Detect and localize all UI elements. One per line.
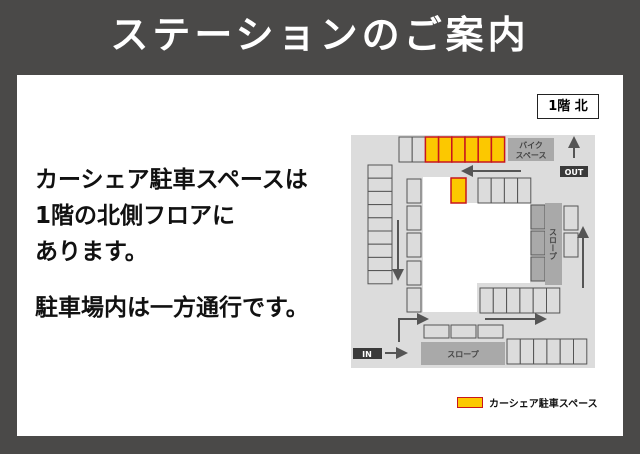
carshare-parking-space bbox=[451, 136, 466, 163]
bike-space-label: スペース bbox=[515, 151, 546, 160]
description-line: カーシェア駐車スペースは bbox=[35, 167, 308, 193]
parking-space bbox=[490, 177, 505, 204]
parking-space bbox=[532, 287, 548, 314]
parking-space bbox=[411, 136, 426, 163]
parking-space bbox=[506, 287, 521, 314]
parking-space bbox=[506, 338, 521, 365]
in-badge bbox=[353, 348, 382, 359]
carshare-parking-space bbox=[450, 177, 467, 204]
arrow-corner-icon bbox=[398, 313, 429, 342]
legend-swatch bbox=[457, 397, 483, 408]
parking-space bbox=[530, 204, 546, 230]
parking-space bbox=[477, 177, 492, 204]
parking-space bbox=[406, 287, 422, 313]
in-label: IN bbox=[362, 350, 372, 359]
parking-space bbox=[423, 324, 450, 339]
legend-label: カーシェア駐車スペース bbox=[489, 399, 598, 410]
parking-space bbox=[533, 338, 548, 365]
carshare-parking-space bbox=[477, 136, 493, 163]
description-line: 駐車場内は一方通行です。 bbox=[35, 295, 309, 321]
parking-space bbox=[367, 243, 393, 258]
parking-space bbox=[573, 338, 588, 365]
floor-label: 1階 北 bbox=[537, 94, 599, 119]
carshare-parking-space bbox=[464, 136, 479, 163]
parking-space bbox=[406, 178, 422, 204]
parking-space bbox=[559, 338, 575, 365]
description-line: 1階の北側フロアに bbox=[35, 203, 236, 229]
bike-space-label: バイク bbox=[519, 140, 543, 150]
parking-space bbox=[406, 232, 422, 258]
description-line: あります。 bbox=[35, 239, 148, 265]
parking-space bbox=[406, 260, 422, 286]
carshare-parking-space bbox=[490, 136, 506, 163]
slope-vertical bbox=[545, 203, 562, 285]
carshare-parking-space bbox=[424, 136, 440, 163]
parking-space bbox=[546, 287, 561, 314]
parking-space bbox=[367, 204, 393, 219]
parking-space bbox=[367, 230, 393, 245]
parking-space bbox=[492, 287, 508, 314]
parking-space bbox=[367, 164, 393, 179]
parking-space bbox=[367, 270, 393, 285]
parking-space bbox=[477, 324, 504, 339]
parking-space bbox=[563, 205, 579, 231]
parking-space bbox=[450, 324, 477, 339]
bike-space bbox=[508, 138, 554, 161]
parking-space bbox=[530, 256, 546, 282]
description: カーシェア駐車スペースは 1階の北側フロアに あります。 駐車場内は一方通行です… bbox=[35, 162, 309, 326]
parking-space bbox=[530, 230, 546, 256]
page-title: ステーションのご案内 bbox=[110, 13, 530, 57]
legend: カーシェア駐車スペース bbox=[457, 395, 598, 410]
parking-space bbox=[367, 177, 393, 192]
parking-space bbox=[563, 232, 579, 258]
parking-space bbox=[519, 338, 535, 365]
carshare-parking-space bbox=[437, 136, 453, 163]
parking-space bbox=[479, 287, 494, 314]
parking-space bbox=[406, 205, 422, 231]
parking-space bbox=[367, 217, 393, 232]
parking-space bbox=[503, 177, 519, 204]
parking-space bbox=[517, 177, 532, 204]
out-label: OUT bbox=[565, 168, 584, 177]
parking-space bbox=[546, 338, 561, 365]
out-badge bbox=[560, 166, 588, 177]
parking-space bbox=[367, 190, 393, 206]
parking-space bbox=[519, 287, 534, 314]
parking-space bbox=[398, 136, 413, 163]
slope-label: スロープ bbox=[447, 349, 480, 359]
parking-space bbox=[367, 256, 393, 272]
slope-bottom bbox=[421, 342, 505, 365]
slope-vertical-label: スロープ bbox=[549, 228, 558, 260]
